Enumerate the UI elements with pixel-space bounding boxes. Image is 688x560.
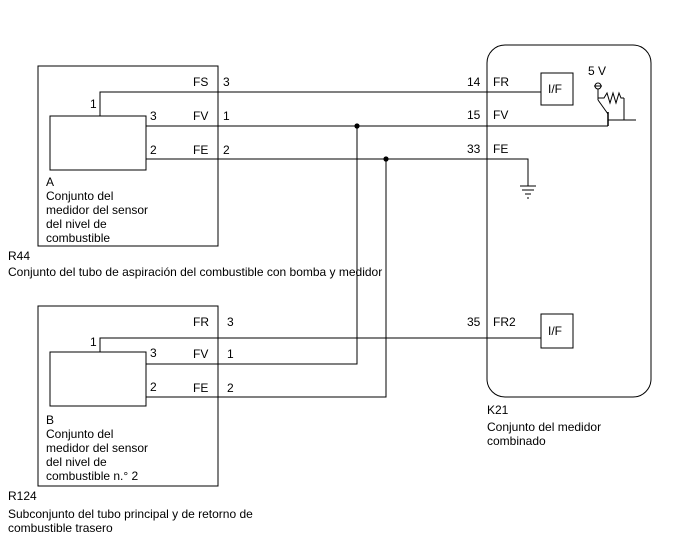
- supply-terminal-icon: [594, 82, 602, 100]
- sensor-b-desc-3: del nivel de: [46, 455, 107, 469]
- r124-terminal-fe-name: FE: [193, 381, 208, 395]
- sensor-b-desc-1: Conjunto del: [46, 427, 113, 441]
- k21-interface-lower: [540, 313, 574, 349]
- sensor-b-pin-1: 1: [90, 335, 97, 349]
- sensor-b-letter: B: [46, 413, 54, 427]
- k21-interface-upper: [540, 72, 574, 106]
- k21-terminal-fr2: FR2: [493, 315, 516, 329]
- r44-title: Conjunto del tubo de aspiración del comb…: [8, 265, 382, 279]
- k21-title-1: Conjunto del medidor: [487, 420, 601, 434]
- sensor-a-desc-3: del nivel de: [46, 217, 107, 231]
- connector-r124: B Conjunto del medidor del sensor del ni…: [37, 305, 234, 487]
- k21-terminal-fr: FR: [493, 75, 509, 89]
- supply-voltage-label: 5 V: [588, 64, 606, 78]
- ground-icon: [520, 185, 536, 199]
- r124-terminal-fr-pin: 3: [227, 315, 234, 329]
- r124-terminal-fv-name: FV: [193, 347, 208, 361]
- connector-r44: A Conjunto del medidor del sensor del ni…: [37, 65, 230, 247]
- wire-fv-sub: [146, 126, 358, 365]
- sensor-a-desc-2: medidor del sensor: [46, 203, 148, 217]
- k21-pin-14: 14: [467, 75, 481, 89]
- k21-pin-15: 15: [467, 108, 481, 122]
- sensor-b-pin-3: 3: [150, 346, 157, 360]
- r124-label: R124: [8, 489, 37, 503]
- wire-fe-sub: [146, 159, 387, 398]
- junction-fv: [354, 123, 360, 129]
- sensor-a-pin-3: 3: [150, 109, 157, 123]
- sensor-a-desc-1: Conjunto del: [46, 189, 113, 203]
- r44-terminal-fs-name: FS: [193, 75, 208, 89]
- wires: [99, 91, 608, 398]
- k21-interface-upper-label: I/F: [548, 82, 562, 96]
- sensor-a-pin-2: 2: [150, 143, 157, 157]
- k21-pin-35: 35: [467, 315, 481, 329]
- transistor-icon: [597, 98, 636, 126]
- transistor-collector: [597, 99, 609, 115]
- connector-r44-outline: [37, 65, 219, 247]
- junction-fe: [383, 156, 389, 162]
- k21-interface-lower-label: I/F: [548, 324, 562, 338]
- r124-title-2: combustible trasero: [8, 521, 113, 535]
- wire-fr2: [99, 337, 541, 352]
- fuel-sender-a: [49, 115, 147, 171]
- sensor-a-pin-1: 1: [90, 97, 97, 111]
- k21-label: K21: [487, 403, 509, 417]
- r124-terminal-fv-pin: 1: [227, 347, 234, 361]
- k21-pin-33: 33: [467, 142, 481, 156]
- k21-outline: [486, 44, 652, 398]
- r44-label: R44: [8, 249, 30, 263]
- resistor-icon: [598, 91, 624, 105]
- r124-title-1: Subconjunto del tubo principal y de reto…: [8, 507, 253, 521]
- r44-terminal-fv-name: FV: [193, 109, 208, 123]
- k21-terminal-fe: FE: [493, 142, 508, 156]
- r44-terminal-fe-name: FE: [193, 143, 208, 157]
- k21-title-2: combinado: [487, 434, 546, 448]
- r124-terminal-fr-name: FR: [193, 315, 209, 329]
- wire-fe: [146, 158, 529, 186]
- sensor-b-pin-2: 2: [150, 380, 157, 394]
- sensor-b-desc-2: medidor del sensor: [46, 441, 148, 455]
- r44-terminal-fe-pin: 2: [223, 143, 230, 157]
- connector-r124-outline: [37, 305, 219, 487]
- sensor-a-desc-4: combustible: [46, 231, 110, 245]
- r44-terminal-fv-pin: 1: [223, 109, 230, 123]
- sensor-b-desc-4: combustible n.° 2: [46, 469, 139, 483]
- sensor-a-letter: A: [46, 175, 54, 189]
- fuel-sender-b: [49, 351, 147, 407]
- connector-k21: I/F I/F 14 FR 15 FV 33 FE 35 FR2 5 V: [467, 44, 652, 398]
- r44-terminal-fs-pin: 3: [223, 75, 230, 89]
- wire-fs-fr: [99, 91, 541, 116]
- r124-terminal-fe-pin: 2: [227, 381, 234, 395]
- k21-terminal-fv: FV: [493, 108, 508, 122]
